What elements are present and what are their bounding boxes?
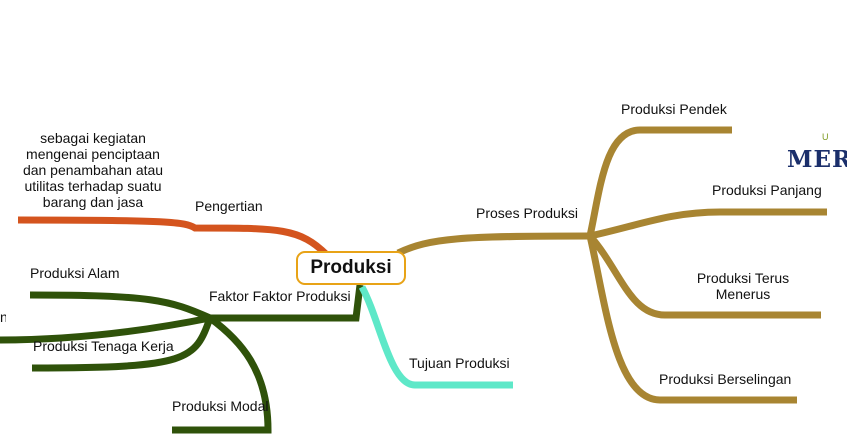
proses-berselingan-label[interactable]: Produksi Berselingan: [659, 371, 792, 387]
faktor-label[interactable]: Faktor Faktor Produksi: [209, 288, 351, 304]
university-logo-main: MER: [787, 146, 847, 173]
faktor-offscreen-branch: [0, 314, 211, 344]
proses-label[interactable]: Proses Produksi: [476, 205, 578, 221]
proses-pendek-branch: [586, 126, 732, 237]
tujuan-branch: [358, 285, 513, 389]
faktor-offscreen-label[interactable]: n: [0, 309, 6, 325]
proses-pendek-label[interactable]: Produksi Pendek: [621, 101, 727, 117]
pengertian-definition[interactable]: sebagai kegiatan mengenai penciptaan dan…: [22, 130, 164, 210]
proses-terus-branch: [587, 233, 821, 319]
faktor-branch: [210, 284, 364, 322]
faktor-tenaga-branch: [31, 316, 214, 372]
proses-branch: [396, 232, 591, 257]
tujuan-label[interactable]: Tujuan Produksi: [409, 355, 510, 371]
university-logo-top: U N: [822, 132, 847, 142]
pengertian-branch: [17, 216, 330, 258]
pengertian-label[interactable]: Pengertian: [195, 198, 263, 214]
proses-terus-menerus-label[interactable]: Produksi Terus Menerus: [696, 270, 790, 302]
proses-panjang-label[interactable]: Produksi Panjang: [712, 182, 822, 198]
faktor-alam-branch: [29, 291, 212, 322]
faktor-tenaga-kerja-label[interactable]: Produksi Tenaga Kerja: [33, 338, 174, 354]
proses-panjang-branch: [589, 208, 827, 240]
root-node-produksi[interactable]: Produksi: [296, 251, 406, 285]
faktor-modal-label[interactable]: Produksi Modal: [172, 398, 269, 414]
faktor-alam-label[interactable]: Produksi Alam: [30, 265, 120, 281]
faktor-modal-branch: [172, 315, 272, 434]
proses-berselingan-branch: [586, 235, 797, 404]
